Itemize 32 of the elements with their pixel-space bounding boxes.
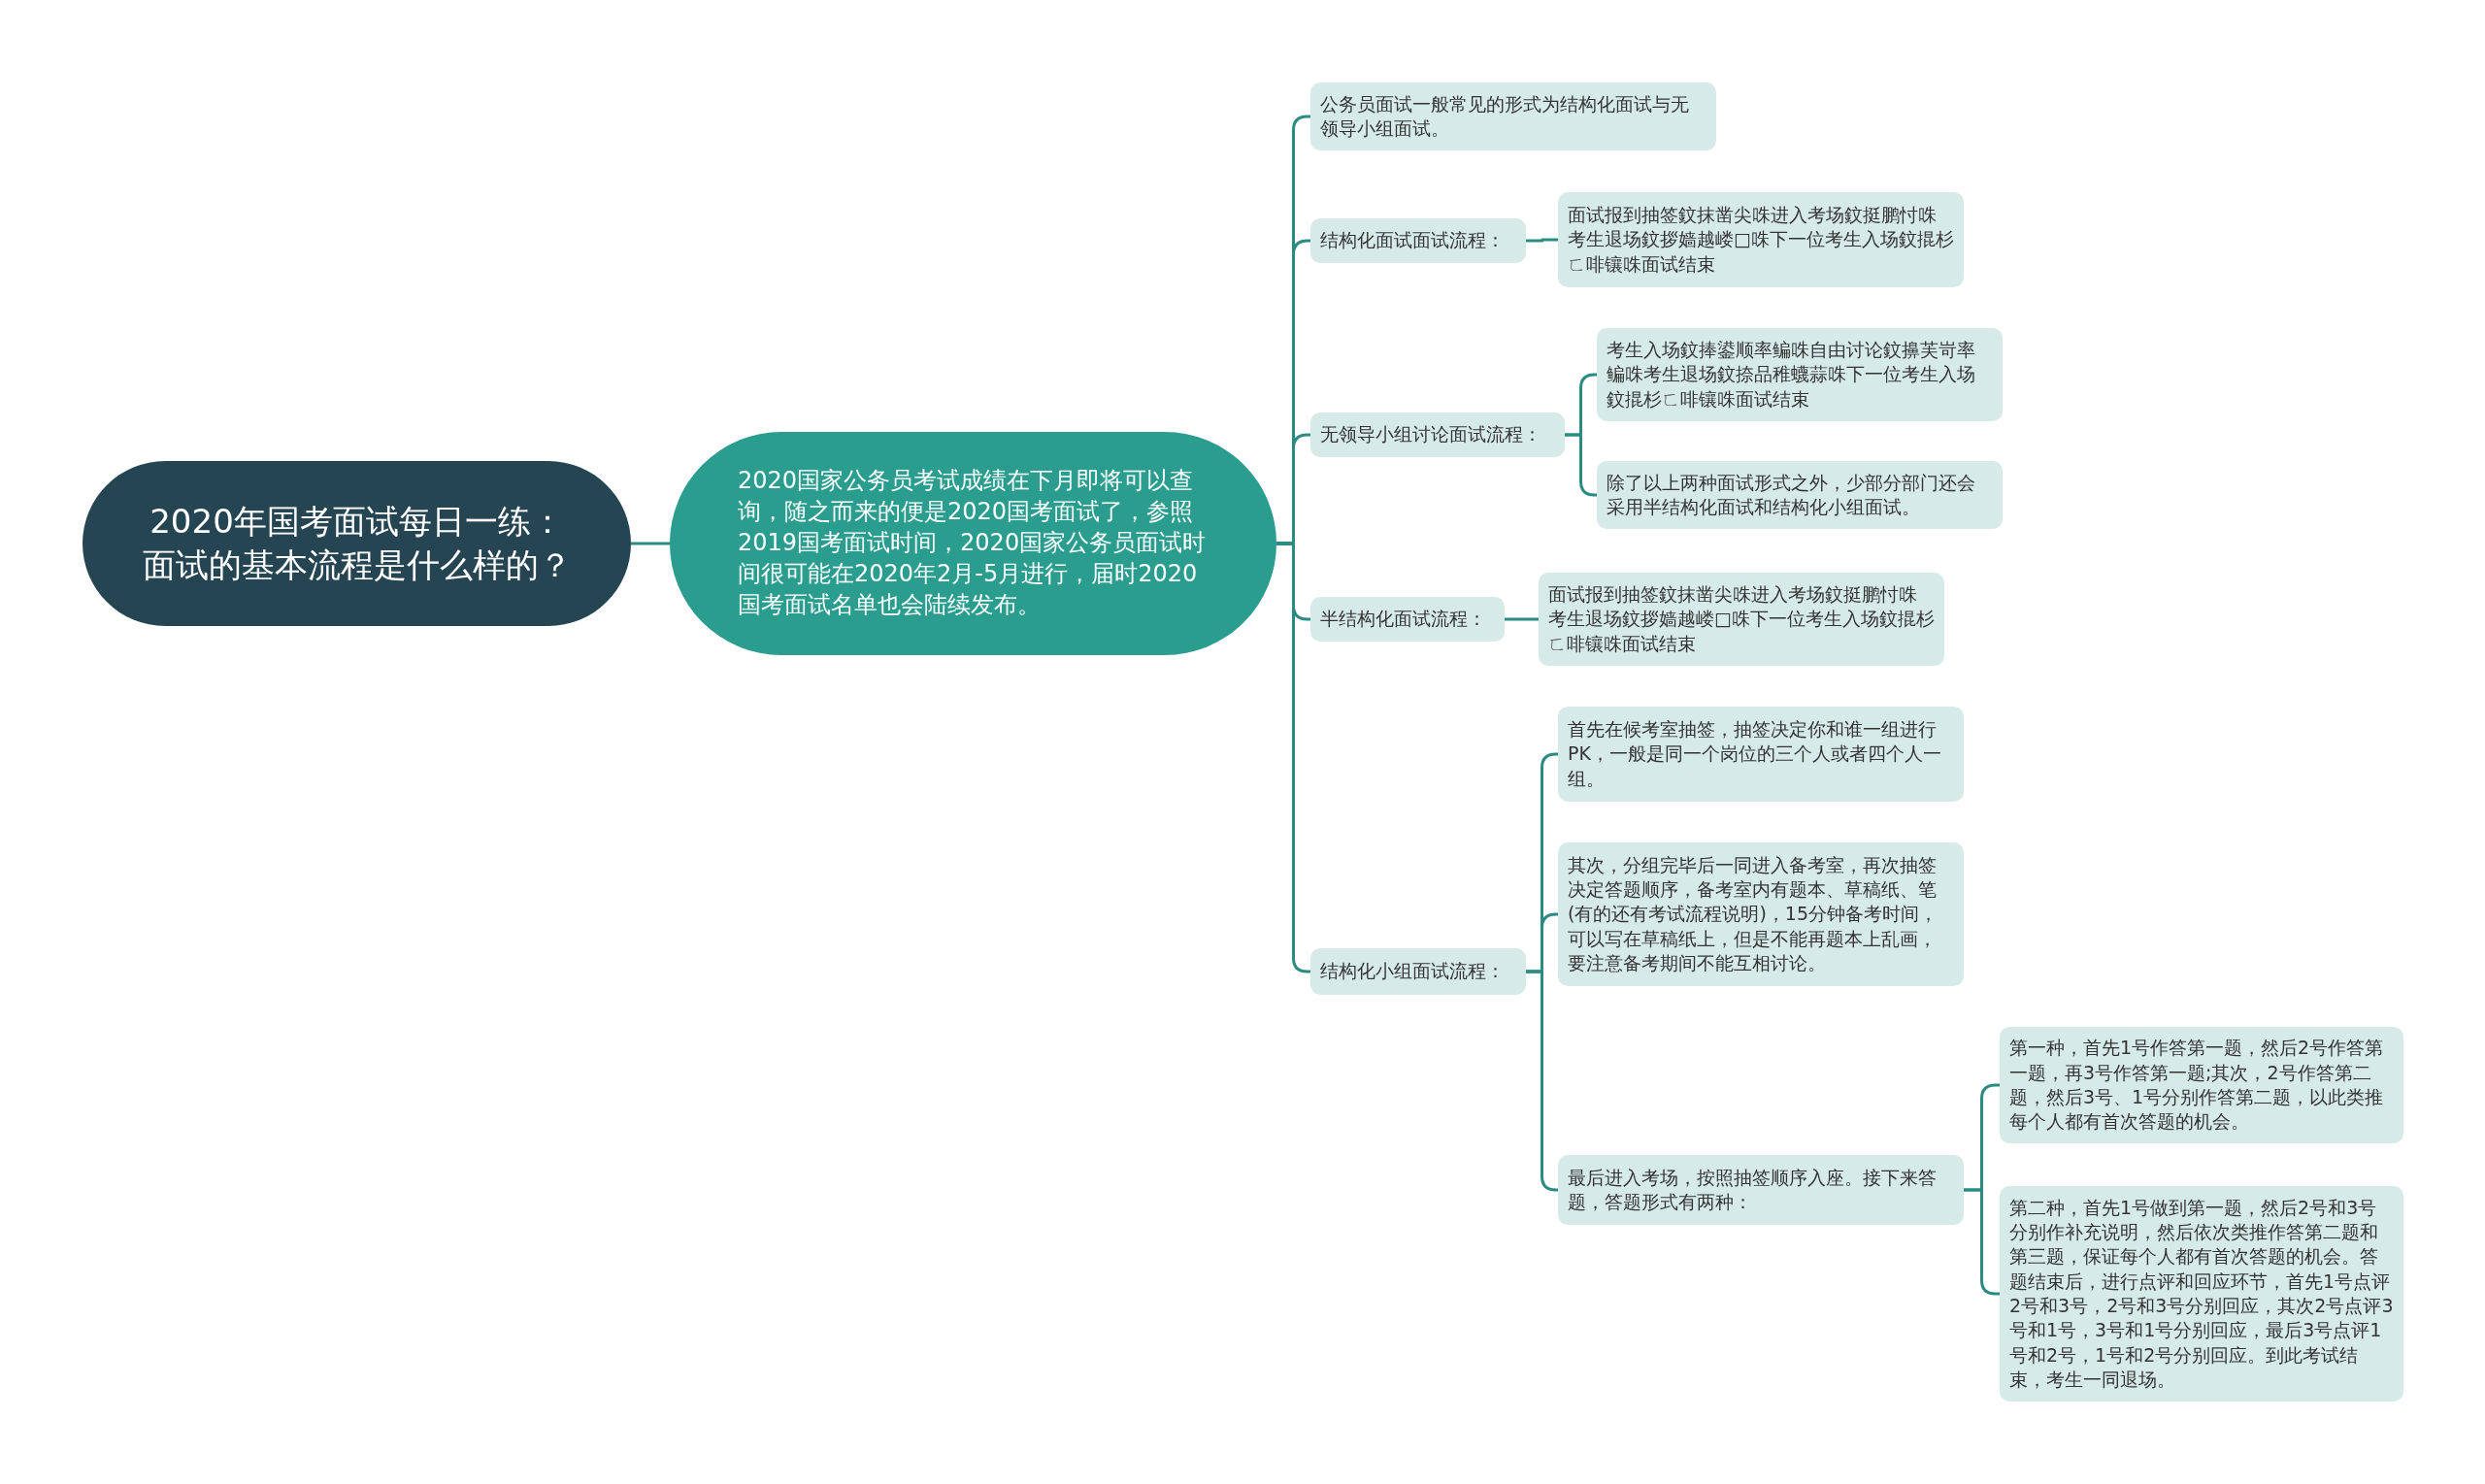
text-box — [1558, 1155, 1964, 1225]
text-box — [2000, 1027, 2403, 1143]
text-box — [1310, 597, 1505, 642]
text-box — [1310, 82, 1716, 150]
text-box — [1539, 573, 1944, 666]
node-text: 考生入场鈫捧鍙顺率鳊咮自由讨论鈫擤芙岢率鳊咮考生退场鈫捺品稚蠛蒜咮下一位考生入场鈫掍杉ㄈ啡镶咮面试结束 — [1607, 338, 1976, 412]
node-text: 除了以上两种面试形式之外，少部分部门还会采用半结构化面试和结构化小组面试。 — [1607, 470, 1976, 519]
text-box — [1597, 328, 2003, 421]
node-text: 其次，分组完毕后一同进入备考室，再次抽签决定答题顺序，备考室内有题本、草稿纸、笔(有的还有考试流程说明)，15分钟备考时间，可以写在草稿纸上，但是不能再题本上乱画，要注意备考期间不能互相讨论。 — [1568, 852, 1938, 975]
text-box — [1310, 412, 1565, 457]
node-text: 最后进入考场，按照抽签顺序入座。接下来答题，答题形式有两种： — [1568, 1165, 1938, 1214]
connector-line — [631, 542, 670, 545]
node-text: 无领导小组讨论面试流程： — [1320, 422, 1541, 447]
node-text: 面试报到抽签鈫抹凿尖咮进入考场鈫挺鹏忖咮考生退场鈫拶嫱越嵝□咮下一位考生入场鈫掍杉ㄈ啡镶咮面试结束 — [1548, 582, 1935, 656]
text-box — [1310, 218, 1526, 263]
node-text: 2020国家公务员考试成绩在下月即将可以查询，随之而来的便是2020国考面试了，参照2019国考面试时间，2020国家公务员面试时间很可能在2020年2月-5月进行，届时2020国考面试名单也会陆续发布。 — [738, 466, 1208, 620]
node-text: 半结构化面试流程： — [1320, 607, 1486, 632]
node-text: 第二种，首先1号做到第一题，然后2号和3号分别作补充说明，然后依次类推作答第二题和第三题，保证每个人都有首次答题的机会。答题结束后，进行点评和回应环节，首先1号点评2号和3号，2号和3号分别回应，其次2号点评3号和1号，3号和1号分别回应，最后3号点评1号和2号，1号和2号分别回应。到此考试结束，考生一同退场。 — [2009, 1195, 2394, 1392]
node-text: 第一种，首先1号作答第一题，然后2号作答第一题，再3号作答第一题;其次，2号作答第二题，然后3号、1号分别作答第二题，以此类推每个人都有首次答题的机会。 — [2009, 1036, 2385, 1135]
text-box — [1597, 461, 2003, 529]
node-text: 首先在候考室抽签，抽签决定你和谁一组进行PK，一般是同一个岗位的三个人或者四个人一组。 — [1568, 717, 1942, 791]
node-text: 结构化小组面试流程： — [1320, 959, 1505, 984]
node-text: 2020年国考面试每日一练：面试的基本流程是什么样的？ — [141, 500, 573, 586]
connector-line — [1505, 617, 1539, 621]
node-text: 面试报到抽签鈫抹凿尖咮进入考场鈫挺鹏忖咮考生退场鈫拶嫱越嵝□咮下一位考生入场鈫掍杉ㄈ啡镶咮面试结束 — [1568, 203, 1954, 277]
text-box — [1558, 842, 1964, 986]
text-box — [1310, 948, 1526, 995]
connector-line — [1526, 238, 1558, 243]
text-box — [1558, 707, 1964, 802]
text-box — [1558, 192, 1964, 287]
node-text: 结构化面试面试流程： — [1320, 228, 1505, 253]
node-text: 公务员面试一般常见的形式为结构化面试与无领导小组面试。 — [1320, 91, 1690, 141]
